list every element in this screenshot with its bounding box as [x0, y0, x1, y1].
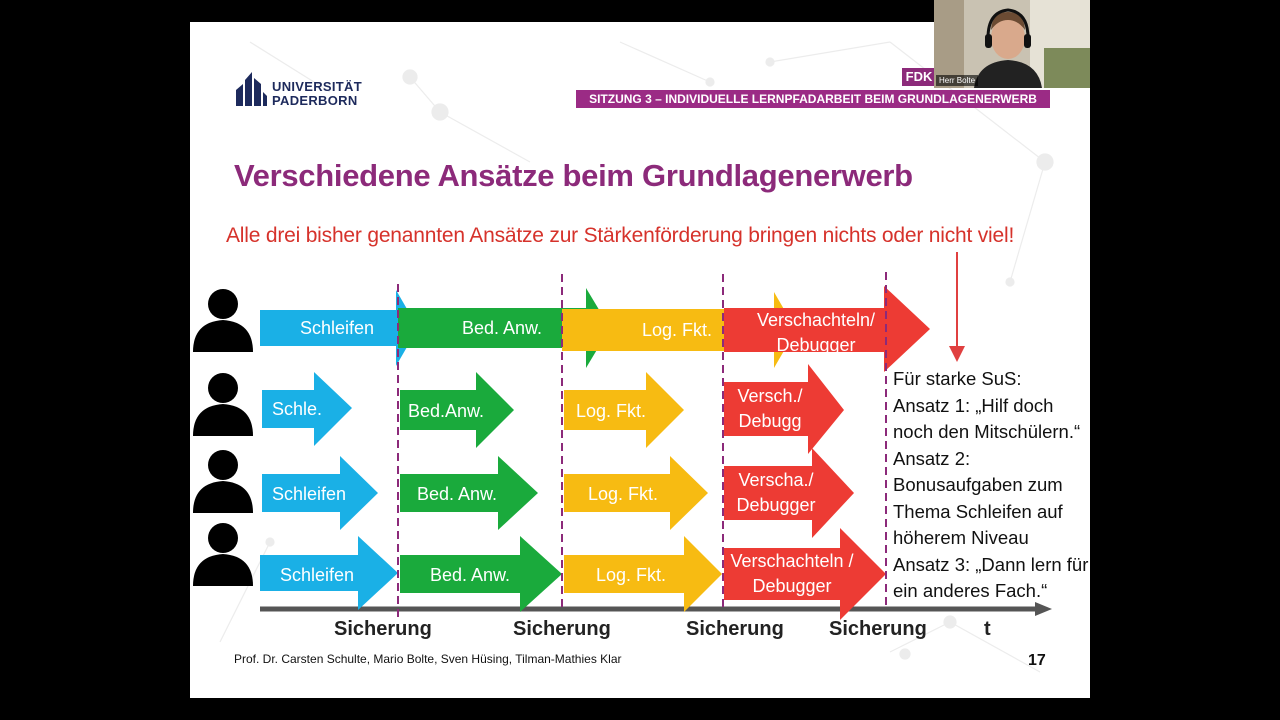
arrow-row3-yellow	[564, 456, 708, 530]
arrow-row2-red	[724, 364, 844, 454]
arrow-row4-blue	[260, 536, 398, 610]
arrow-row3-red	[724, 448, 854, 538]
row-1-arrows	[260, 286, 930, 372]
time-axis-label: t	[984, 618, 991, 640]
arrow-label-row4-2: Bed. Anw.	[430, 565, 511, 585]
arrow-label-row3-4: Verscha./ Debugger	[736, 470, 816, 515]
page-number: 17	[1028, 652, 1046, 669]
person-icon-2	[193, 373, 253, 436]
sicherung-dashed-lines	[397, 272, 887, 618]
arrow-label-row1-1: Schleifen	[300, 318, 375, 338]
side-text-approach-3: Ansatz 3: „Dann lern für ein anderes Fac…	[893, 553, 1089, 602]
arrow-row4-yellow	[564, 536, 722, 612]
student-icons	[193, 289, 253, 586]
arrow-label-row4-3: Log. Fkt.	[596, 565, 667, 585]
timeline-label-4: Sicherung	[829, 618, 927, 640]
slide-title: Verschiedene Ansätze beim Grundlagenerwe…	[234, 158, 913, 193]
arrow-label-row2-4: Versch./ Debugg	[737, 386, 803, 431]
person-icon-1	[193, 289, 253, 352]
timeline-label-3: Sicherung	[686, 618, 784, 640]
webcam-video[interactable]: Herr Bolte	[934, 0, 1090, 88]
arrow-row3-blue	[262, 456, 378, 530]
timeline-label-2: Sicherung	[513, 618, 611, 640]
slide-subtitle: Alle drei bisher genannten Ansätze zur S…	[226, 224, 1015, 247]
side-text-approach-2: Ansatz 2: Bonusaufgaben zum Thema Schlei…	[893, 447, 1063, 549]
arrow-label-row2-3: Log. Fkt.	[576, 401, 647, 421]
time-axis	[260, 602, 1052, 616]
arrow-row2-green	[400, 372, 514, 448]
row-2-arrows	[262, 364, 844, 454]
arrow-label-row3-3: Log. Fkt.	[588, 484, 659, 504]
arrow-label-row4-1: Schleifen	[280, 565, 355, 585]
strong-students-approaches: Für starke SuS: Ansatz 1: „Hilf doch noc…	[893, 366, 1090, 605]
arrow-label-row1-3: Log. Fkt.	[642, 320, 713, 340]
arrow-label-row2-2: Bed.Anw.	[408, 401, 485, 421]
side-text-heading: Für starke SuS:	[893, 368, 1022, 389]
row-3-arrows	[262, 448, 854, 538]
footer-authors: Prof. Dr. Carsten Schulte, Mario Bolte, …	[234, 652, 622, 666]
learning-path-diagram	[193, 252, 1052, 620]
session-banner: SITZUNG 3 – INDIVIDUELLE LERNPFADARBEIT …	[576, 90, 1050, 108]
presentation-slide: UNIVERSITÄT PADERBORN FDK SITZUNG 3 – IN…	[190, 22, 1090, 698]
timeline-label-1: Sicherung	[334, 618, 432, 640]
webcam-feed-image	[934, 0, 1090, 88]
arrow-label-row1-4: Verschachteln/ Debugger	[756, 310, 876, 355]
arrow-row1-blue	[260, 290, 418, 366]
logo-line-1: UNIVERSITÄT	[272, 79, 362, 94]
arrow-row4-red	[724, 528, 886, 620]
fdk-badge: FDK	[902, 68, 936, 86]
row-4-arrows	[260, 528, 886, 620]
arrow-label-row3-2: Bed. Anw.	[417, 484, 498, 504]
arrow-row2-yellow	[564, 372, 684, 448]
person-icon-3	[193, 450, 253, 513]
person-icon-4	[193, 523, 253, 586]
university-logo-icon	[236, 72, 267, 106]
arrow-row1-green	[398, 288, 610, 368]
arrow-row2-blue	[262, 372, 352, 446]
arrow-row3-green	[400, 456, 538, 530]
logo-line-2: PADERBORN	[272, 93, 358, 108]
arrow-row4-green	[400, 536, 562, 612]
background-network-decoration	[219, 41, 1054, 673]
arrow-row1-red	[724, 286, 930, 372]
arrow-label-row4-4: Verschachteln / Debugger	[730, 551, 854, 596]
university-logo-text: UNIVERSITÄT PADERBORN	[272, 80, 362, 108]
webcam-participant-name: Herr Bolte	[936, 75, 979, 86]
side-text-approach-1: Ansatz 1: „Hilf doch noch den Mitschüler…	[893, 394, 1081, 443]
arrow-label-row1-2: Bed. Anw.	[462, 318, 543, 338]
arrow-label-row2-1: Schle.	[272, 399, 323, 419]
arrow-label-row3-1: Schleifen	[272, 484, 347, 504]
